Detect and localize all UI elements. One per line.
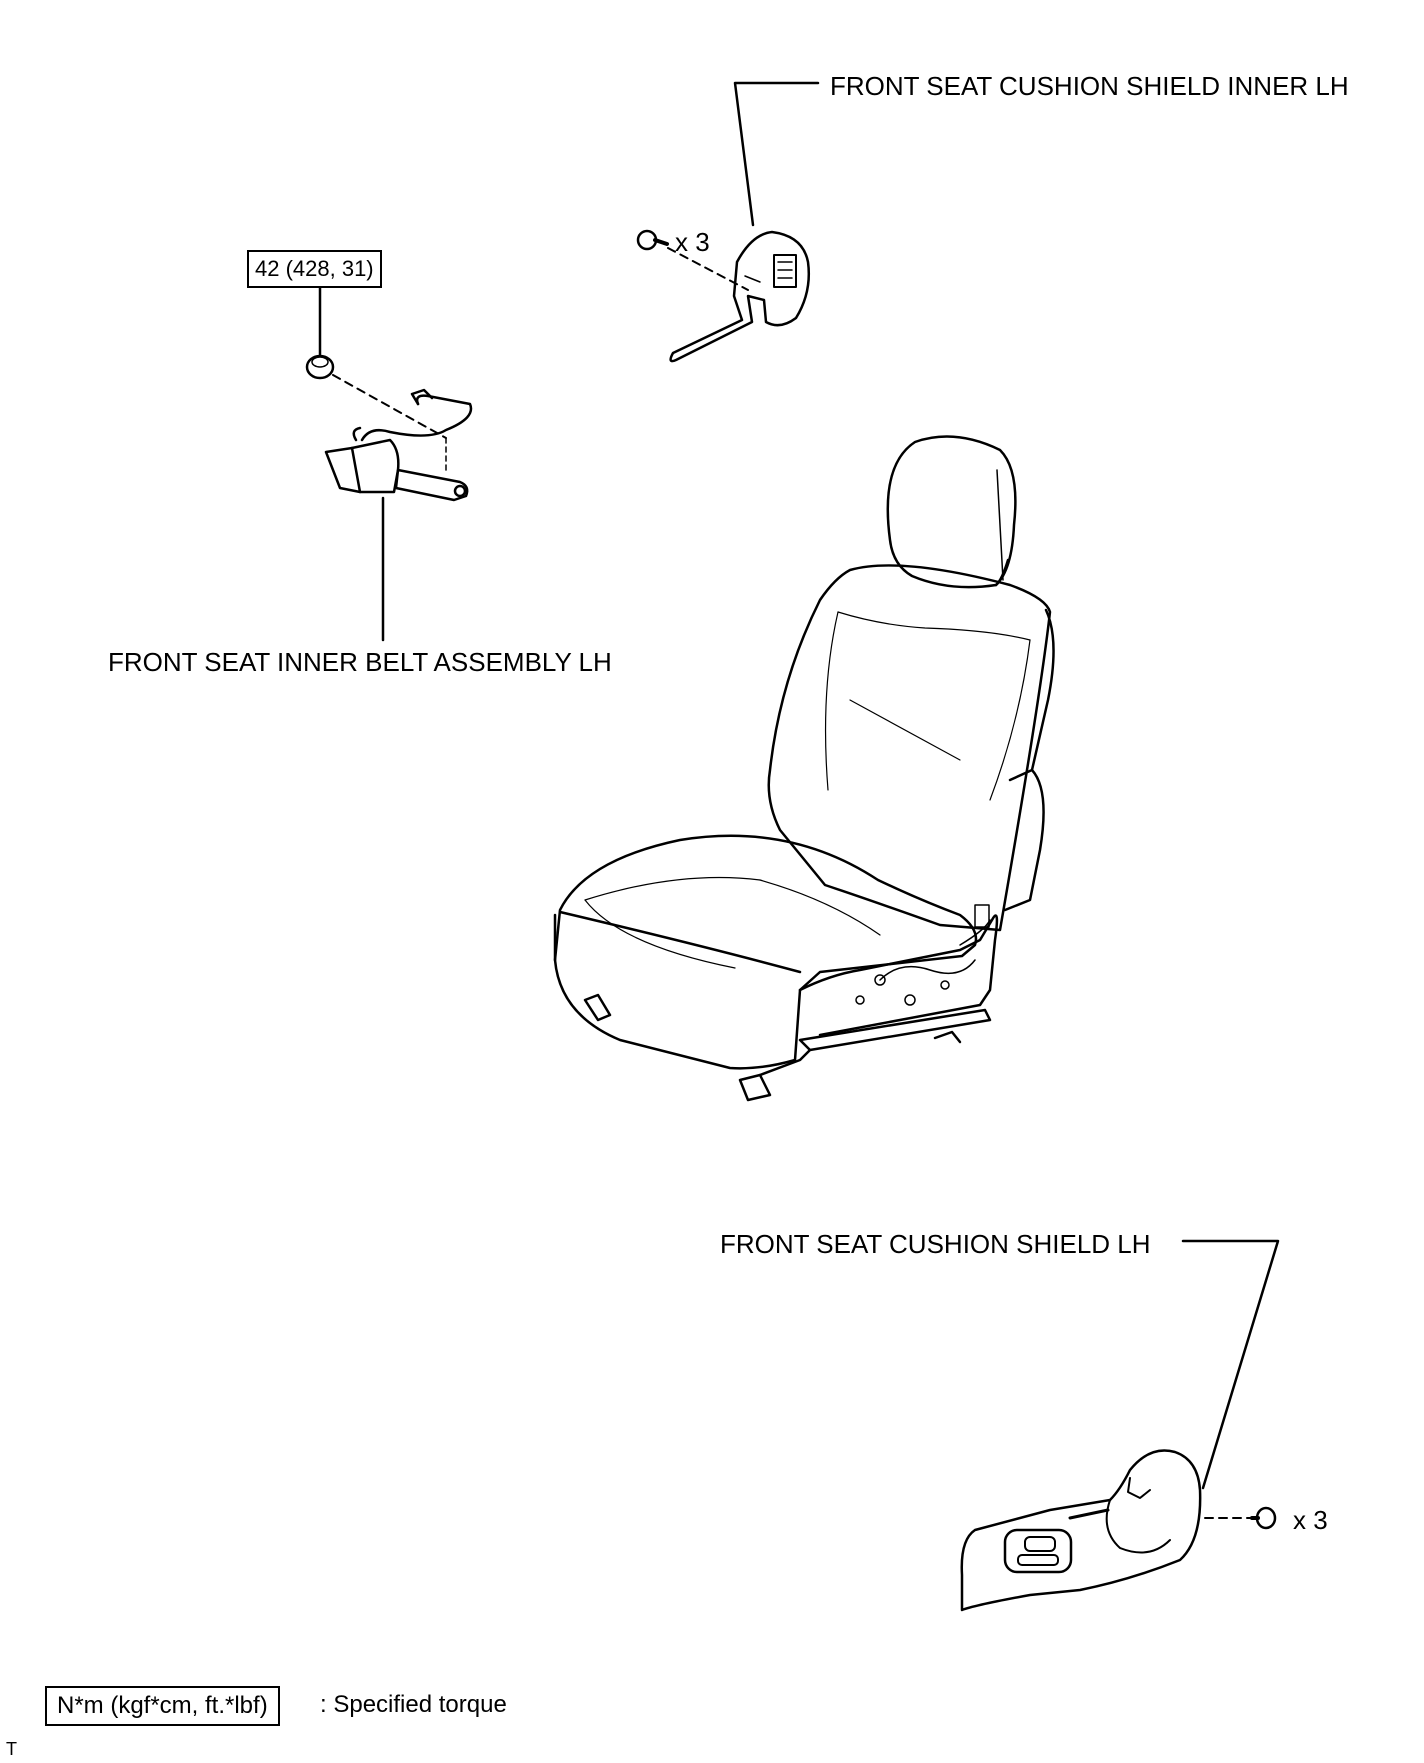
nut-icon — [305, 354, 335, 380]
cushion-shield-inner-part — [669, 230, 810, 363]
corner-mark: T — [6, 1739, 17, 1759]
dashed-line-top — [667, 247, 749, 291]
screw-icon-bottom — [1250, 1506, 1277, 1530]
inner-belt-part — [324, 388, 473, 502]
leader-line-shield-inner — [733, 81, 820, 227]
cushion-shield-part — [960, 1449, 1202, 1612]
screw-qty-top: x 3 — [675, 227, 710, 257]
label-inner-belt: FRONT SEAT INNER BELT ASSEMBLY LH — [108, 647, 612, 677]
legend-description: : Specified torque — [320, 1691, 507, 1718]
label-cushion-shield-inner: FRONT SEAT CUSHION SHIELD INNER LH — [830, 71, 1349, 101]
dashed-line-nut — [332, 374, 447, 439]
screw-qty-bottom: x 3 — [1293, 1505, 1328, 1535]
screw-icon-top — [636, 229, 669, 251]
legend-unit-box: N*m (kgf*cm, ft.*lbf) — [45, 1686, 280, 1726]
label-cushion-shield: FRONT SEAT CUSHION SHIELD LH — [720, 1229, 1151, 1259]
torque-value-box: 42 (428, 31) — [247, 250, 382, 288]
front-seat-illustration — [553, 435, 1055, 1102]
leader-line-cushion-shield — [1181, 1239, 1280, 1490]
